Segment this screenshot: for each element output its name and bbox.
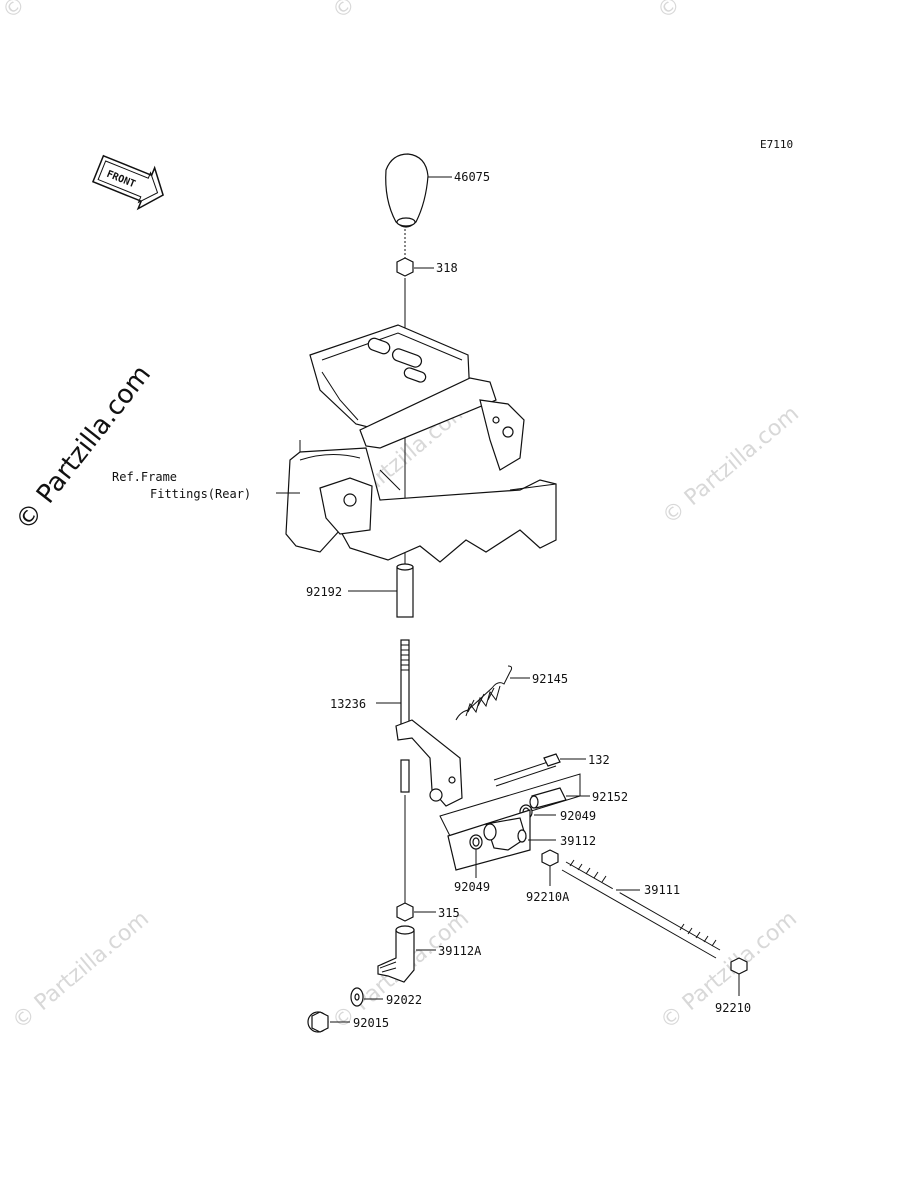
- ref-note-line2: Fittings(Rear): [150, 487, 251, 501]
- nut-rod: [730, 957, 748, 996]
- part-label-rod: 39111: [644, 883, 680, 897]
- pin: [529, 787, 590, 809]
- part-label-pin: 92152: [592, 790, 628, 804]
- part-label-nut-rod: 92210: [715, 1001, 751, 1015]
- washer-left: [469, 834, 483, 878]
- nut-upper: [396, 257, 434, 277]
- watermark-top-mid: © Partzilla.com: [328, 0, 474, 25]
- watermark-top-left: © Partzilla.com: [0, 0, 144, 25]
- part-label-bolt: 132: [588, 753, 610, 767]
- collar: [348, 563, 414, 618]
- watermark-main: © Partzilla.com: [10, 360, 157, 537]
- lever: [376, 639, 463, 807]
- rod: [561, 859, 721, 959]
- part-label-collar: 92192: [306, 585, 342, 599]
- part-label-washer-left: 92049: [454, 880, 490, 894]
- washer-flat: [350, 987, 383, 1007]
- part-label-knob: 46075: [454, 170, 490, 184]
- part-labels: 46075 318 92192 13236 92145 132 92152 92…: [306, 170, 751, 1030]
- part-label-nut-upper: 318: [436, 261, 458, 275]
- part-label-nut-joint: 92210A: [526, 890, 570, 904]
- diagram-code: E7110: [760, 138, 793, 151]
- knob: [385, 153, 452, 228]
- spring: [455, 665, 530, 721]
- ref-note-line1: Ref.Frame: [112, 470, 177, 484]
- watermark-low-left: © Partzilla.com: [8, 906, 154, 1034]
- watermark-mid-right: © Partzilla.com: [658, 401, 804, 529]
- frame-assembly: [276, 324, 557, 563]
- part-label-joint-a: 39112A: [438, 944, 482, 958]
- nut-joint: [541, 849, 559, 886]
- bolt: [493, 753, 586, 787]
- nut-lower: [396, 902, 436, 922]
- nut-bottom: [307, 1011, 350, 1033]
- part-label-joint: 39112: [560, 834, 596, 848]
- joint: [447, 809, 556, 871]
- part-label-nut-bottom: 92015: [353, 1016, 389, 1030]
- part-label-lever: 13236: [330, 697, 366, 711]
- part-label-washer-right: 92049: [560, 809, 596, 823]
- part-label-washer-flat: 92022: [386, 993, 422, 1007]
- part-label-nut-lower: 315: [438, 906, 460, 920]
- joint-a: [377, 925, 436, 983]
- part-label-spring: 92145: [532, 672, 568, 686]
- front-arrow-icon: FRONT: [91, 154, 164, 211]
- watermark-top-right: © Partzilla.com: [653, 0, 799, 25]
